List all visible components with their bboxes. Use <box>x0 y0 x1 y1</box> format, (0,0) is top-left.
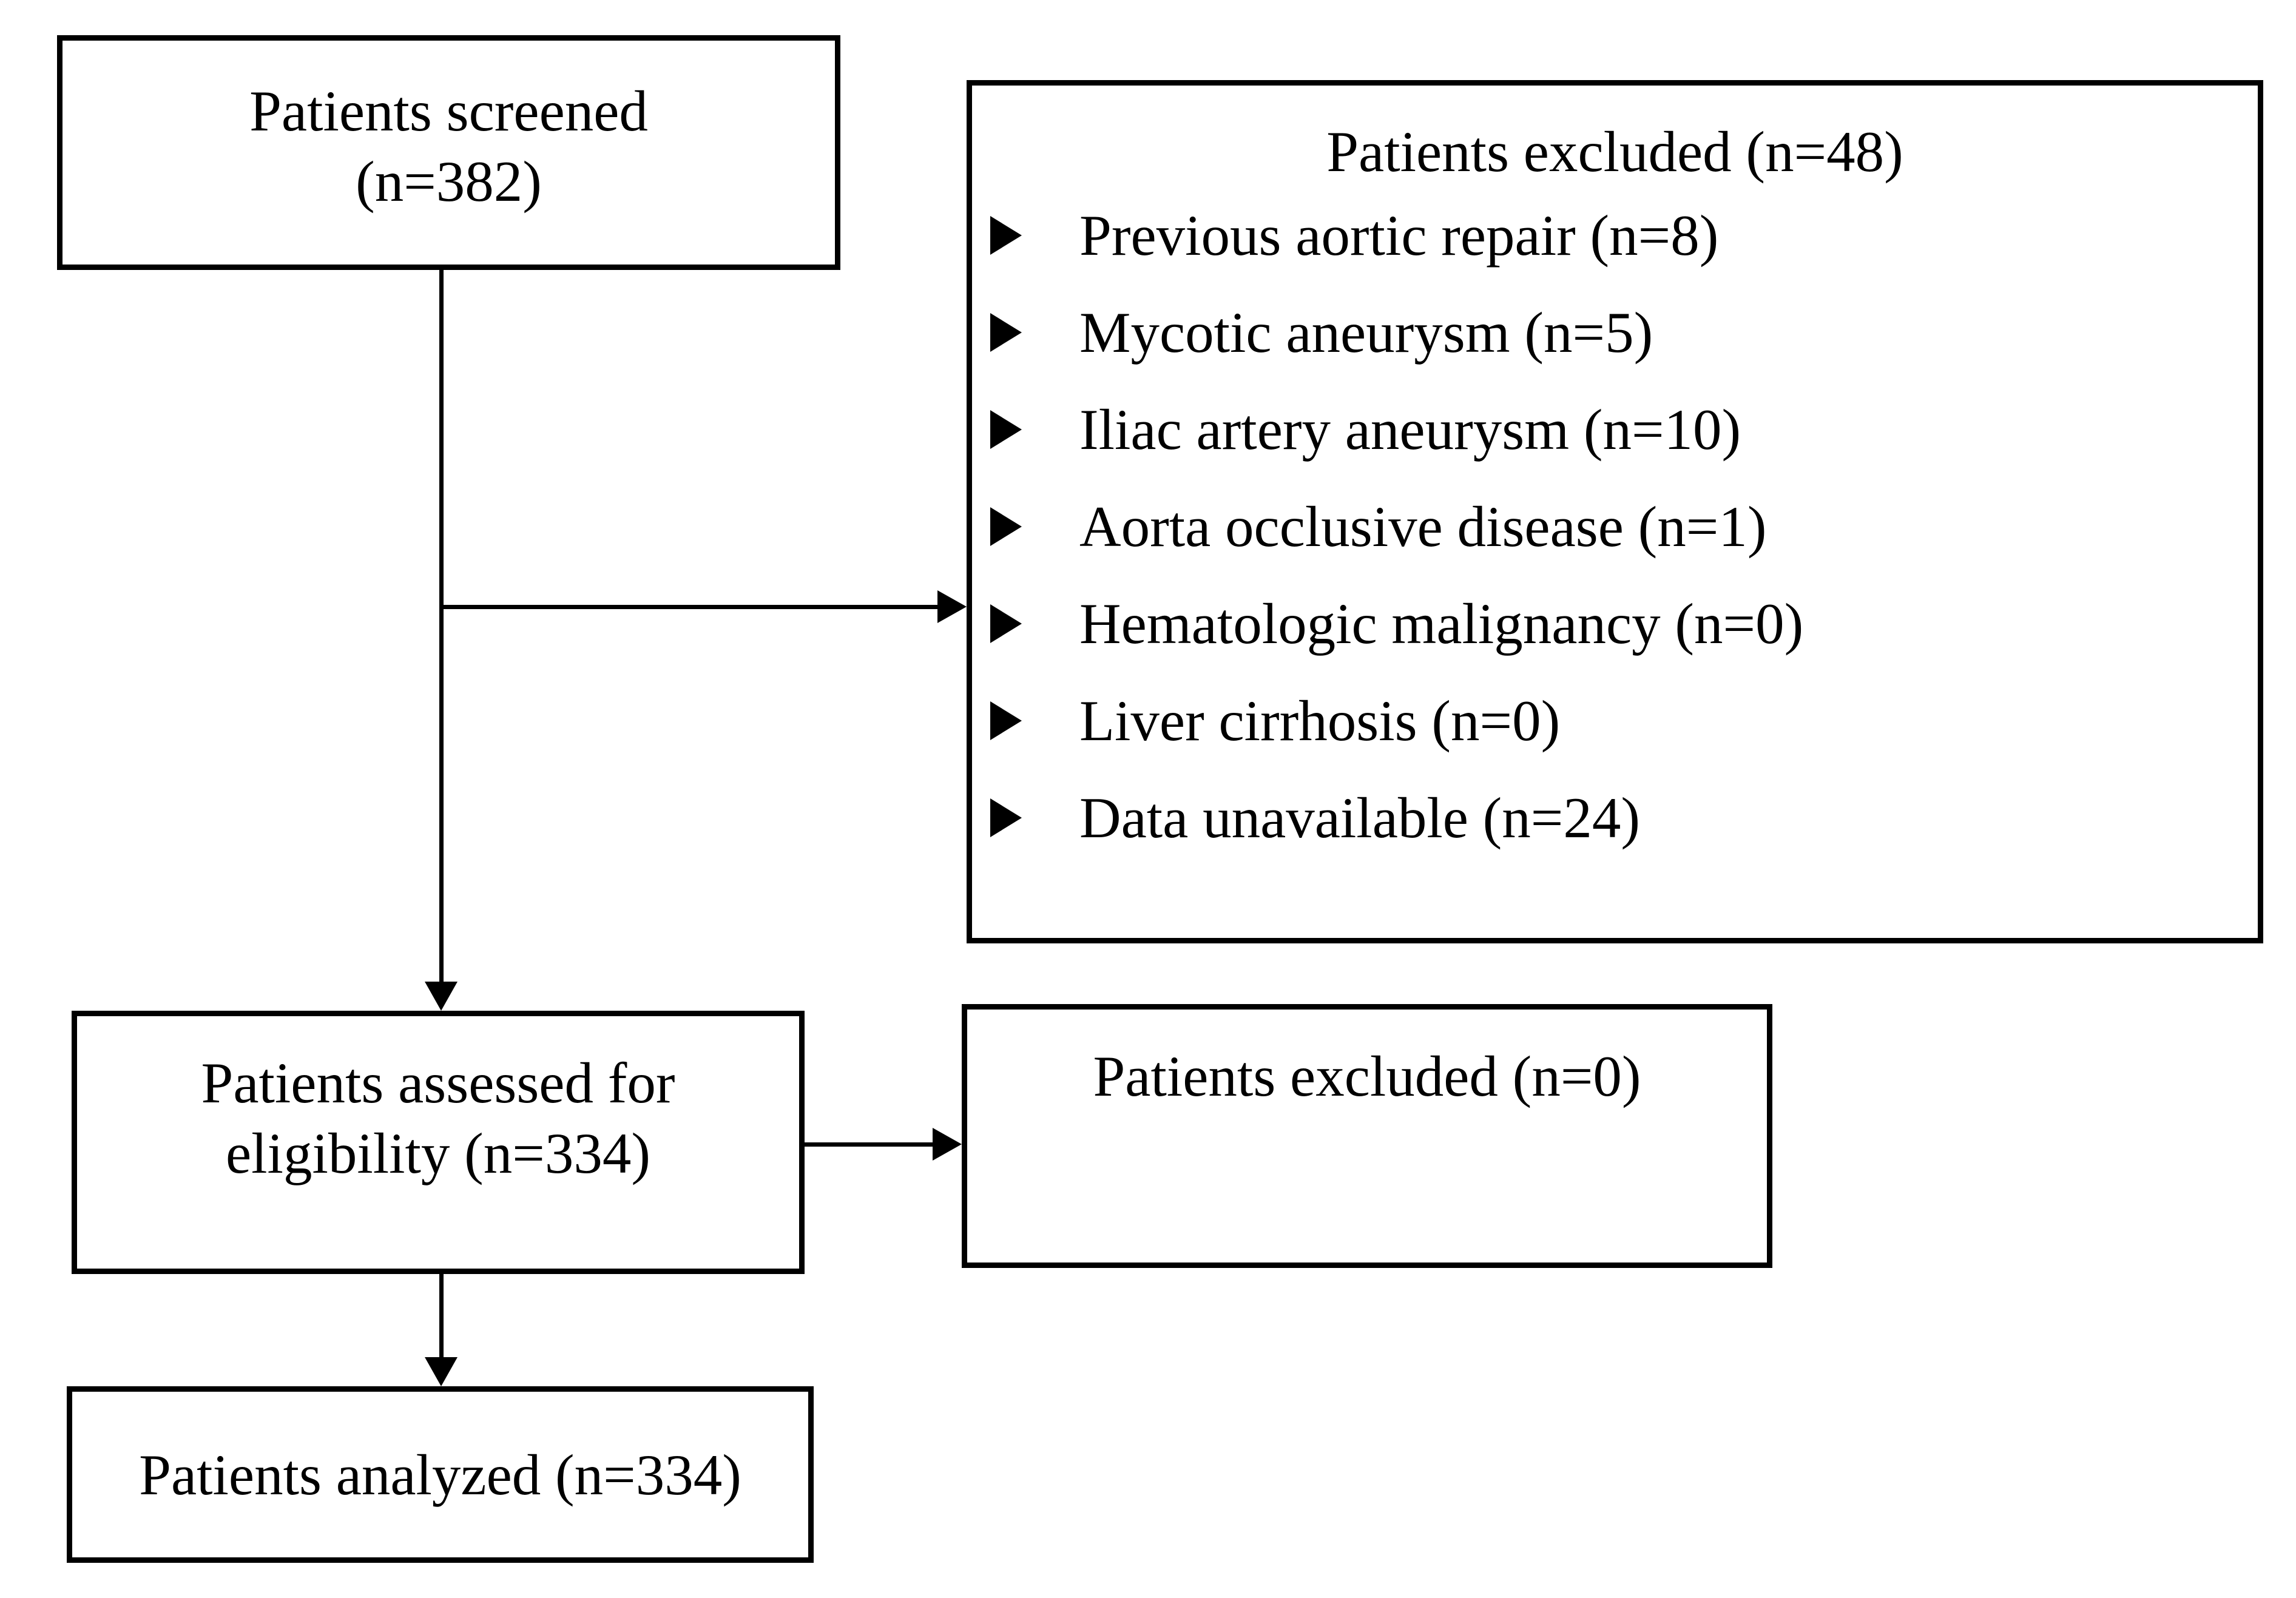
bullet-triangle-icon <box>990 410 1022 449</box>
arrow-line-screened-to-assessed <box>439 270 444 983</box>
exclusion-item-label: Iliac artery aneurysm (n=10) <box>1079 397 1741 462</box>
exclusion-reason-list: Previous aortic repair (n=8) Mycotic ane… <box>972 187 2258 866</box>
exclusion-item-label: Data unavailable (n=24) <box>1079 786 1641 850</box>
patients-screened-count: (n=382) <box>356 149 542 214</box>
bullet-triangle-icon <box>990 507 1022 546</box>
bullet-triangle-icon <box>990 604 1022 643</box>
bullet-triangle-icon <box>990 798 1022 837</box>
exclusion-item-label: Mycotic aneurysm (n=5) <box>1079 300 1653 365</box>
exclusion-item: Aorta occlusive disease (n=1) <box>972 478 2258 575</box>
box-patients-excluded-followup: Patients excluded (n=0) <box>962 1004 1772 1268</box>
patients-assessed-label-line1: Patients assessed for <box>201 1051 675 1115</box>
exclusion-item-label: Previous aortic repair (n=8) <box>1079 203 1719 268</box>
exclusion-item-label: Hematologic malignancy (n=0) <box>1079 592 1804 656</box>
exclusion-item: Iliac artery aneurysm (n=10) <box>972 381 2258 478</box>
arrowhead-assessed-to-excluded-followup <box>933 1128 962 1161</box>
exclusion-item-label: Aorta occlusive disease (n=1) <box>1079 494 1767 559</box>
exclusion-item: Data unavailable (n=24) <box>972 769 2258 866</box>
patients-analyzed-label: Patients analyzed (n=334) <box>139 1442 741 1507</box>
arrow-line-assessed-to-analyzed <box>439 1274 444 1359</box>
bullet-triangle-icon <box>990 701 1022 740</box>
arrow-line-assessed-to-excluded-followup <box>804 1142 933 1147</box>
patients-assessed-label-line2: eligibility (n=334) <box>225 1121 651 1185</box>
patients-screened-label: Patients screened <box>249 79 648 143</box>
arrow-line-screened-to-excluded-main <box>441 605 937 609</box>
box-patients-screened: Patients screened (n=382) <box>57 35 840 270</box>
patients-excluded-title: Patients excluded (n=48) <box>1326 120 1903 184</box>
patients-excluded-followup-label: Patients excluded (n=0) <box>1093 1044 1641 1108</box>
box-patients-assessed: Patients assessed for eligibility (n=334… <box>72 1011 805 1274</box>
bullet-triangle-icon <box>990 216 1022 255</box>
box-patients-excluded-main: Patients excluded (n=48) Previous aortic… <box>967 80 2263 943</box>
arrowhead-screened-to-assessed <box>425 982 458 1011</box>
exclusion-item: Mycotic aneurysm (n=5) <box>972 284 2258 381</box>
box-patients-analyzed: Patients analyzed (n=334) <box>67 1386 814 1563</box>
exclusion-item-label: Liver cirrhosis (n=0) <box>1079 689 1561 753</box>
exclusion-item: Liver cirrhosis (n=0) <box>972 672 2258 769</box>
bullet-triangle-icon <box>990 313 1022 352</box>
arrowhead-assessed-to-analyzed <box>425 1357 458 1386</box>
exclusion-item: Previous aortic repair (n=8) <box>972 187 2258 284</box>
exclusion-item: Hematologic malignancy (n=0) <box>972 575 2258 672</box>
arrowhead-screened-to-excluded-main <box>937 590 967 623</box>
